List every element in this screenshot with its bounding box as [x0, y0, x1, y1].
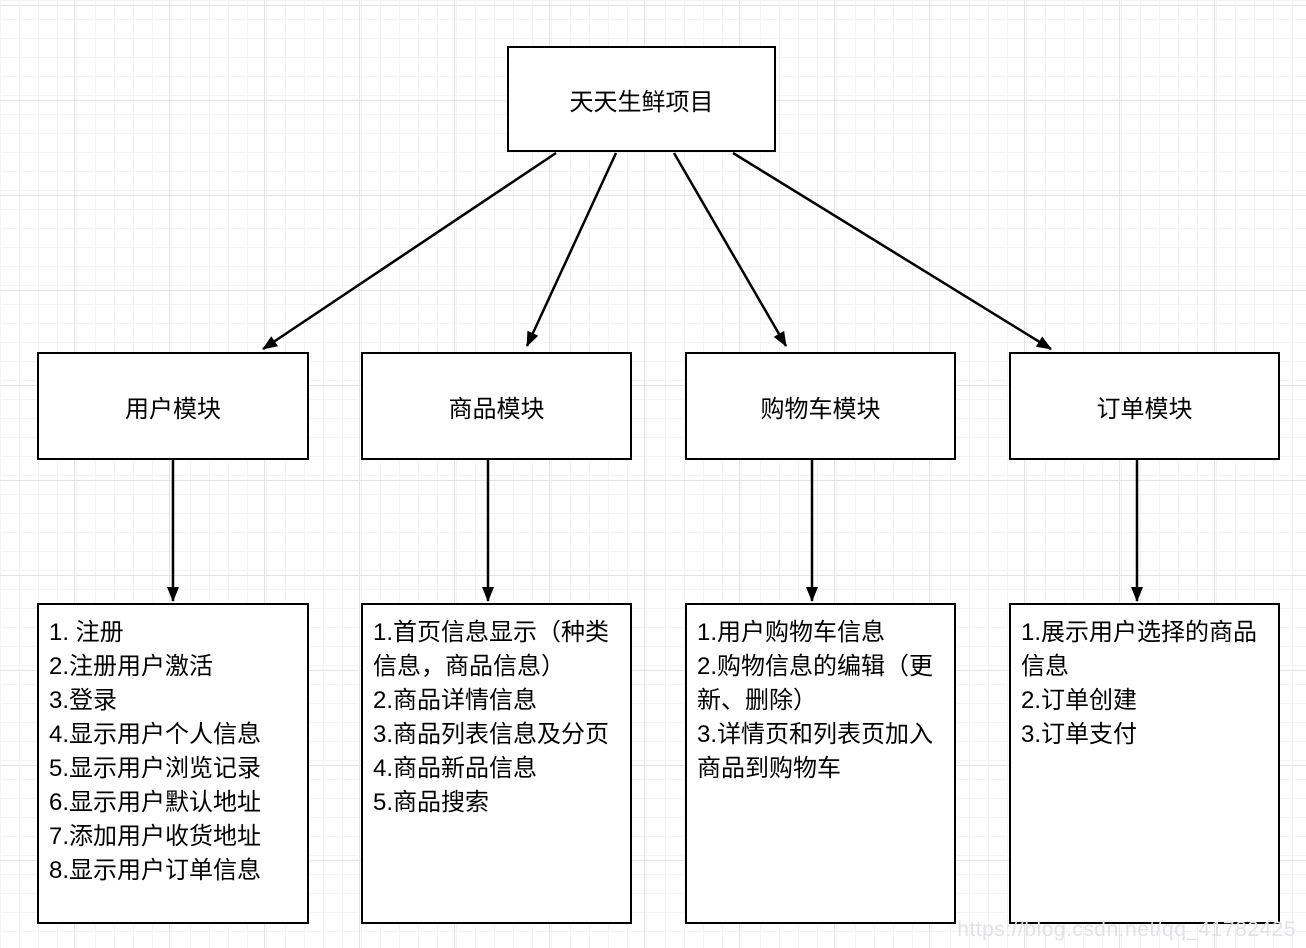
module-label-cart: 购物车模块: [760, 395, 881, 423]
detail-item: 2.订单创建: [1021, 687, 1138, 714]
detail-item: 7.添加用户收货地址: [49, 823, 262, 850]
module-label-goods: 商品模块: [448, 395, 545, 423]
detail-item: 2.注册用户激活: [49, 653, 214, 680]
detail-item: 8.显示用户订单信息: [49, 857, 262, 884]
module-label-order: 订单模块: [1096, 395, 1193, 423]
detail-item: 3.详情页和列表页加入商品到购物车: [697, 721, 934, 782]
module-node-order: 订单模块: [1009, 352, 1280, 460]
module-node-cart: 购物车模块: [685, 352, 956, 460]
csdn-watermark: https://blog.csdn.net/qq_41782425: [957, 918, 1296, 941]
connector-root-to-order-module: [732, 151, 1052, 351]
detail-node-goods: 1.首页信息显示（种类信息，商品信息） 2.商品详情信息 3.商品列表信息及分页…: [361, 603, 632, 924]
connector-root-to-goods-module: [525, 152, 618, 347]
connector-root-to-user-module: [262, 151, 557, 351]
detail-item: 1.用户购物车信息: [697, 619, 886, 646]
detail-node-cart: 1.用户购物车信息 2.购物信息的编辑（更新、删除） 3.详情页和列表页加入商品…: [685, 603, 956, 924]
module-label-user: 用户模块: [125, 395, 221, 423]
detail-item: 1.首页信息显示（种类信息，商品信息）: [373, 619, 610, 680]
connector-root-to-cart-module: [672, 152, 788, 347]
detail-item: 3.订单支付: [1021, 721, 1138, 748]
detail-item: 3.商品列表信息及分页: [373, 721, 610, 748]
detail-item: 1. 注册: [49, 619, 124, 646]
detail-item: 2.商品详情信息: [373, 687, 538, 714]
module-node-user: 用户模块: [37, 352, 309, 460]
detail-item: 4.商品新品信息: [373, 755, 538, 782]
root-node-label: 天天生鲜项目: [569, 88, 714, 116]
detail-item: 4.显示用户个人信息: [49, 721, 262, 748]
detail-item: 5.显示用户浏览记录: [49, 755, 262, 782]
root-node-project: 天天生鲜项目: [507, 46, 776, 152]
module-node-goods: 商品模块: [361, 352, 632, 460]
detail-node-user: 1. 注册 2.注册用户激活 3.登录 4.显示用户个人信息 5.显示用户浏览记…: [37, 603, 309, 924]
detail-item: 2.购物信息的编辑（更新、删除）: [697, 653, 934, 714]
detail-item: 6.显示用户默认地址: [49, 789, 262, 816]
detail-item: 5.商品搜索: [373, 789, 490, 816]
detail-item: 3.登录: [49, 687, 118, 714]
detail-node-order: 1.展示用户选择的商品信息 2.订单创建 3.订单支付: [1009, 603, 1280, 924]
detail-item: 1.展示用户选择的商品信息: [1021, 619, 1258, 680]
